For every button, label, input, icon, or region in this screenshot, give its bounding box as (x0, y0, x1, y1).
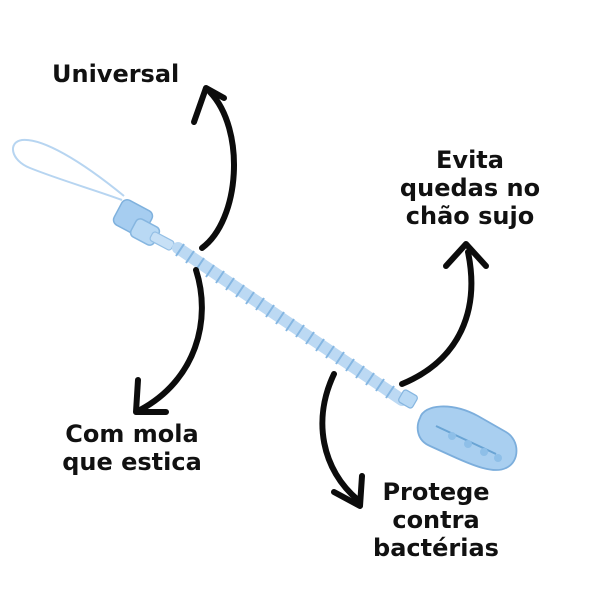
label-protege: Protege contra bactérias (372, 478, 500, 562)
top-clip (112, 199, 175, 251)
label-universal: Universal (52, 60, 179, 88)
label-evita-line-2: quedas no (399, 174, 541, 202)
arrow-universal (191, 85, 237, 251)
label-mola-line-2: que estica (62, 448, 202, 476)
arrow-mola (133, 267, 205, 415)
label-protege-line-2: contra (392, 506, 480, 534)
label-com-mola: Com mola que estica (52, 420, 212, 476)
arrow-evita (399, 241, 489, 387)
label-evita-quedas: Evita quedas no chão sujo (392, 146, 548, 230)
label-universal-line: Universal (52, 60, 180, 88)
bottom-clip (398, 389, 518, 471)
label-evita-line-3: chão sujo (405, 202, 535, 230)
arrow-protege (319, 371, 365, 509)
spring-coils (175, 243, 395, 399)
label-protege-line-3: bactérias (373, 534, 499, 562)
label-protege-line-1: Protege (382, 478, 490, 506)
label-mola-line-1: Com mola (65, 420, 199, 448)
string-loop (12, 138, 125, 201)
label-evita-line-1: Evita (436, 146, 504, 174)
